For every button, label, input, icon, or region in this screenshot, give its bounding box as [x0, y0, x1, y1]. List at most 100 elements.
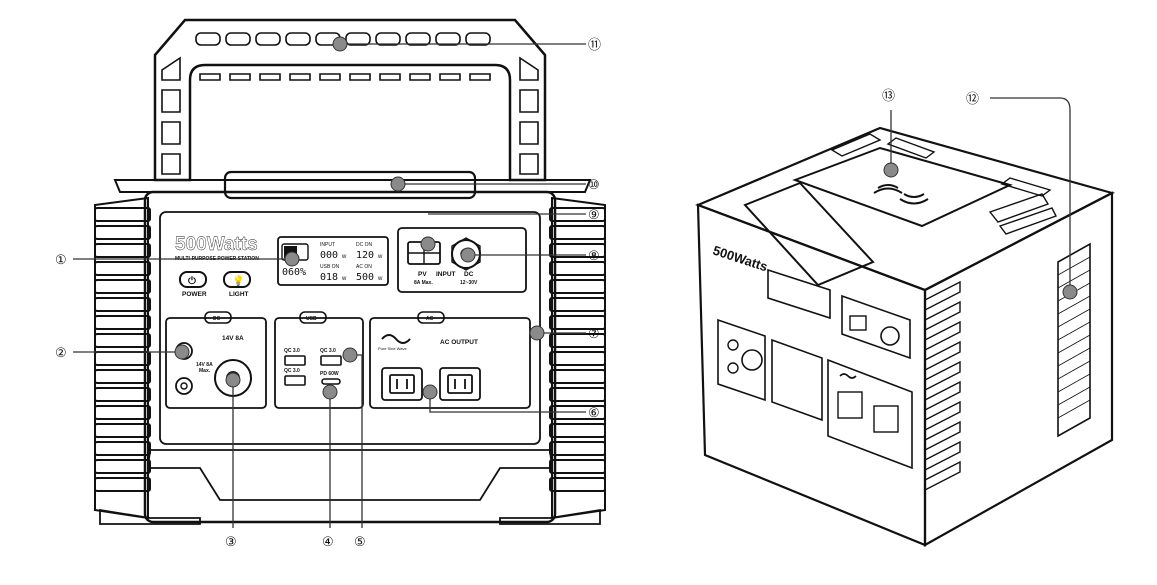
dc5521-sublabel: Max.	[199, 368, 211, 374]
p-dc-port[interactable]	[880, 326, 900, 346]
pd-label: PD 60W	[320, 371, 339, 377]
input-panel	[397, 227, 527, 293]
callout-6: ⑥	[588, 405, 600, 420]
p-lcd	[767, 268, 831, 320]
qc-left-bottom-label: QC 3.0	[284, 368, 300, 374]
p-input-panel	[841, 294, 911, 360]
top-vents	[830, 133, 1057, 235]
dc-input-label: DC	[464, 271, 474, 278]
perspective-view	[695, 126, 1115, 547]
handle-side-slots	[161, 56, 539, 175]
p-brand-logo: 500Watts	[711, 243, 769, 275]
lcd-ac-on-label: AC ON	[356, 264, 372, 270]
callout-5: ⑤	[354, 534, 366, 549]
main-body	[143, 190, 557, 524]
callout-4: ④	[322, 534, 334, 549]
lcd-usb-on-value: 018	[320, 272, 338, 283]
callout-9: ⑨	[588, 207, 600, 222]
base-feet	[99, 508, 601, 525]
callout-12: ⑫	[966, 91, 979, 106]
light-symbol: 💡	[232, 274, 244, 287]
section-label-usb: USB	[306, 316, 317, 322]
lcd-unit-4: w	[377, 276, 383, 282]
usb-a-port-3[interactable]	[320, 355, 342, 366]
car-socket-label: 14V 8A	[222, 335, 244, 342]
input-label: INPUT	[436, 271, 456, 278]
dc-input-nut	[451, 237, 481, 271]
bottom-base	[146, 449, 554, 501]
ac-output-label: AC OUTPUT	[440, 339, 478, 346]
corner-ribs	[924, 280, 961, 492]
lcd-input-label: INPUT	[320, 242, 335, 248]
lcd-usb-on-label: USB ON	[320, 264, 340, 270]
handle-front-grip	[743, 181, 875, 287]
callout-7: ⑦	[588, 326, 600, 341]
handle-grip-inner	[199, 73, 491, 81]
front-view	[94, 18, 606, 525]
usb-c-port[interactable]	[321, 378, 341, 385]
lcd-dc-on-value: 120	[356, 250, 374, 261]
sine-wave-icon	[381, 334, 411, 344]
dc-input-sublabel: 12~30V	[460, 280, 478, 286]
top-lid	[113, 179, 592, 193]
brand-logo: 500Watts	[175, 234, 258, 255]
usb-a-port-2[interactable]	[284, 375, 306, 386]
dc5521-label: 14V 8A	[196, 362, 213, 368]
handle-grip-top	[195, 32, 491, 46]
qc-left-top-label: QC 3.0	[284, 348, 300, 354]
handle	[153, 18, 547, 182]
light-label: LIGHT	[229, 291, 249, 298]
wireless-pad	[792, 146, 1013, 228]
dc-panel	[165, 317, 267, 409]
qc-right-label: QC 3.0	[320, 348, 336, 354]
callout-dots	[174, 36, 1078, 400]
lcd-ac-on-value: 500	[356, 272, 374, 283]
callout-1: ①	[55, 252, 67, 267]
callout-2: ②	[55, 345, 67, 360]
wave-label: Pure Sine Wave	[378, 346, 408, 351]
power-button[interactable]	[179, 271, 207, 288]
p-ac-panel	[827, 358, 913, 470]
lcd-battery: 060%	[282, 267, 306, 278]
wireless-charging-icon	[873, 184, 929, 205]
p-ac-outlet-left[interactable]	[837, 391, 863, 419]
right-face	[923, 191, 1114, 547]
lcd-display	[277, 236, 389, 286]
callout-13: ⑬	[882, 88, 895, 103]
lcd-dc-on-label: DC ON	[356, 242, 373, 248]
light-button[interactable]	[223, 271, 251, 288]
side-vent-grille	[1057, 242, 1091, 438]
right-ribs	[549, 196, 606, 520]
callout-8: ⑧	[588, 248, 600, 263]
side-vent-lines	[1057, 256, 1091, 419]
callout-10: ⑩	[588, 177, 600, 192]
ac-panel	[369, 317, 531, 409]
usb-panel	[274, 317, 364, 409]
left-ribs	[94, 196, 151, 520]
usb-a-port-1[interactable]	[284, 355, 306, 366]
power-symbol: ⏻	[188, 275, 196, 287]
callout-3: ③	[225, 534, 237, 549]
section-label-ac: AC	[426, 316, 434, 322]
p-sine-wave	[839, 373, 857, 379]
front-view-text: 500Watts MULTI-PURPOSE POWER STATION POW…	[175, 234, 478, 377]
top-grip	[223, 170, 477, 200]
power-label: POWER	[182, 291, 207, 298]
callout-numbers: ① ② ③ ④ ⑤ ⑥ ⑦ ⑧ ⑨ ⑩ ⑪ ⑫ ⑬	[55, 37, 979, 549]
p-pv-port[interactable]	[849, 315, 867, 331]
ac-outlet-left[interactable]	[381, 367, 423, 401]
lcd-unit-1: w	[341, 254, 347, 260]
p-car-socket[interactable]	[741, 349, 763, 371]
p-dc-panel	[717, 318, 766, 402]
callout-11: ⑪	[588, 37, 601, 52]
pv-sublabel: 8A Max.	[414, 280, 433, 286]
p-ac-outlet-right[interactable]	[873, 405, 899, 433]
pv-label: PV	[418, 271, 427, 278]
lcd-unit-2: w	[377, 254, 383, 260]
dc5521-port-bottom[interactable]	[175, 377, 193, 395]
p-usb-panel	[771, 338, 823, 422]
lcd-unit-3: w	[341, 276, 347, 282]
ac-outlet-right[interactable]	[439, 367, 481, 401]
section-label-dc: DC	[213, 316, 221, 322]
